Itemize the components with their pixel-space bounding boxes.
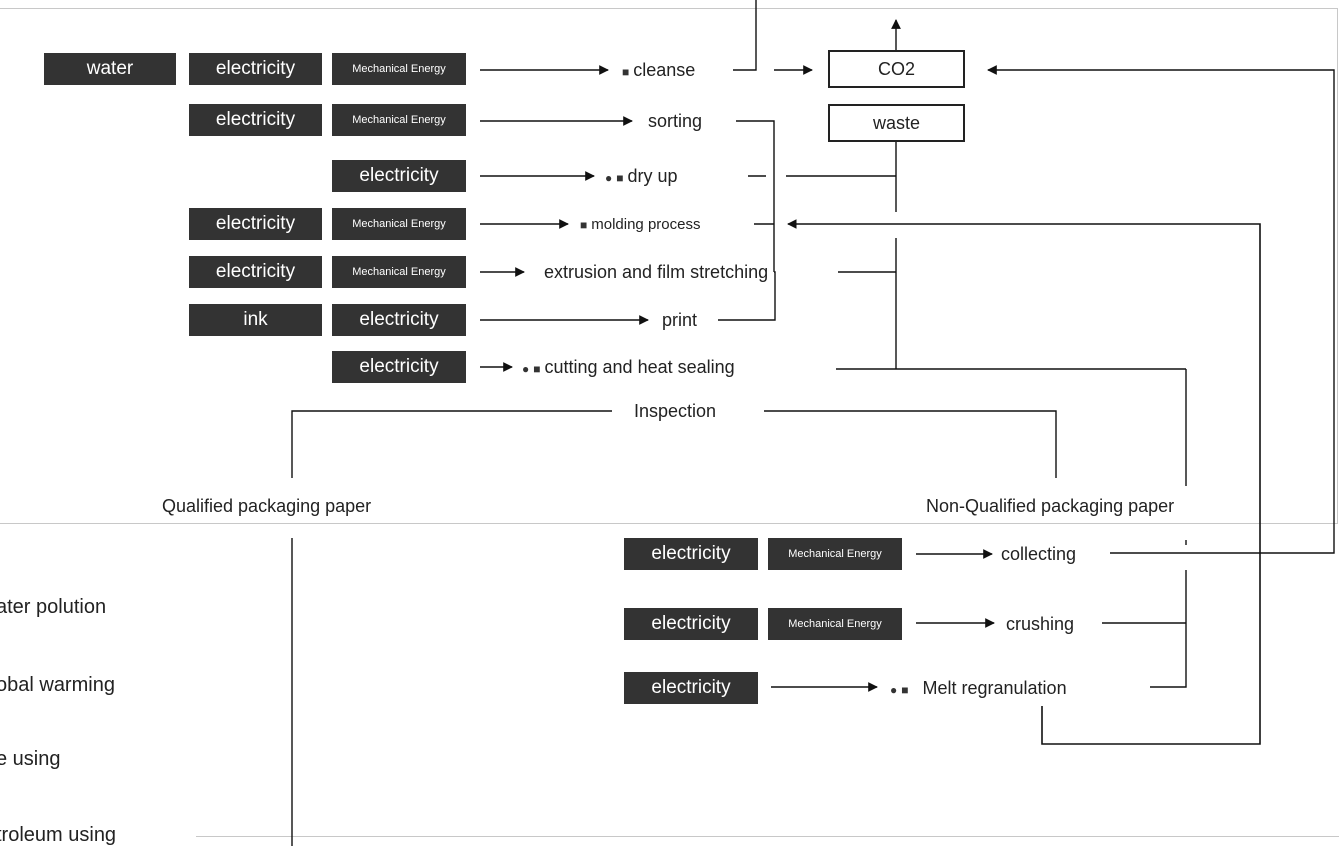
step-collecting: collecting bbox=[1001, 544, 1077, 564]
legend-water-pollution: ater polution bbox=[0, 596, 107, 618]
input-electricity: electricity bbox=[624, 608, 758, 640]
step-molding: ■molding process bbox=[580, 214, 700, 236]
step-extrusion: extrusion and film stretching bbox=[544, 262, 769, 282]
input-mechanical-energy: Mechanical Energy bbox=[332, 256, 466, 288]
output-waste: waste bbox=[828, 104, 965, 142]
input-ink: ink bbox=[189, 304, 322, 336]
step-cleanse: ■cleanse bbox=[622, 59, 695, 83]
input-mechanical-energy: Mechanical Energy bbox=[768, 538, 902, 570]
input-mechanical-energy: Mechanical Energy bbox=[332, 208, 466, 240]
input-electricity: electricity bbox=[189, 53, 322, 85]
input-water: water bbox=[44, 53, 176, 85]
factory-icon: ■ bbox=[901, 683, 909, 697]
input-electricity: electricity bbox=[189, 256, 322, 288]
dry-up-label: dry up bbox=[627, 166, 678, 186]
step-melt-regranulation: ●■ Melt regranulation bbox=[890, 677, 1067, 701]
output-co2: CO2 bbox=[828, 50, 965, 88]
step-print: print bbox=[662, 310, 698, 330]
qualified-packaging-paper: Qualified packaging paper bbox=[162, 496, 372, 516]
step-cutting: ●■cutting and heat sealing bbox=[522, 356, 735, 380]
fire-icon: ● bbox=[522, 362, 530, 376]
non-qualified-packaging-paper: Non-Qualified packaging paper bbox=[926, 496, 1175, 516]
legend-global-warming: obal warming bbox=[0, 674, 115, 696]
legend-petroleum-using: troleum using bbox=[0, 824, 117, 846]
input-electricity: electricity bbox=[189, 104, 322, 136]
step-dry-up: ●■dry up bbox=[605, 165, 678, 189]
fire-icon: ● bbox=[605, 171, 613, 185]
input-electricity: electricity bbox=[189, 208, 322, 240]
input-mechanical-energy: Mechanical Energy bbox=[768, 608, 902, 640]
input-electricity: electricity bbox=[332, 160, 466, 192]
bottom-divider bbox=[196, 836, 1339, 837]
input-mechanical-energy: Mechanical Energy bbox=[332, 53, 466, 85]
factory-icon: ■ bbox=[616, 171, 624, 185]
step-crushing: crushing bbox=[1006, 614, 1075, 634]
fire-icon: ● bbox=[890, 683, 898, 697]
legend-energy-using: e using bbox=[0, 748, 61, 770]
input-electricity: electricity bbox=[332, 304, 466, 336]
factory-icon: ■ bbox=[580, 218, 588, 232]
water-tap-icon: ■ bbox=[622, 65, 630, 79]
cutting-label: cutting and heat sealing bbox=[544, 357, 735, 377]
cleanse-label: cleanse bbox=[633, 60, 696, 80]
input-mechanical-energy: Mechanical Energy bbox=[332, 104, 466, 136]
factory-icon: ■ bbox=[533, 362, 541, 376]
step-inspection: Inspection bbox=[634, 401, 717, 421]
melt-label: Melt regranulation bbox=[922, 678, 1067, 698]
input-electricity: electricity bbox=[332, 351, 466, 383]
upper-frame bbox=[0, 8, 1338, 524]
step-sorting: sorting bbox=[648, 111, 703, 131]
input-electricity: electricity bbox=[624, 538, 758, 570]
input-electricity: electricity bbox=[624, 672, 758, 704]
molding-label: molding process bbox=[591, 216, 701, 233]
